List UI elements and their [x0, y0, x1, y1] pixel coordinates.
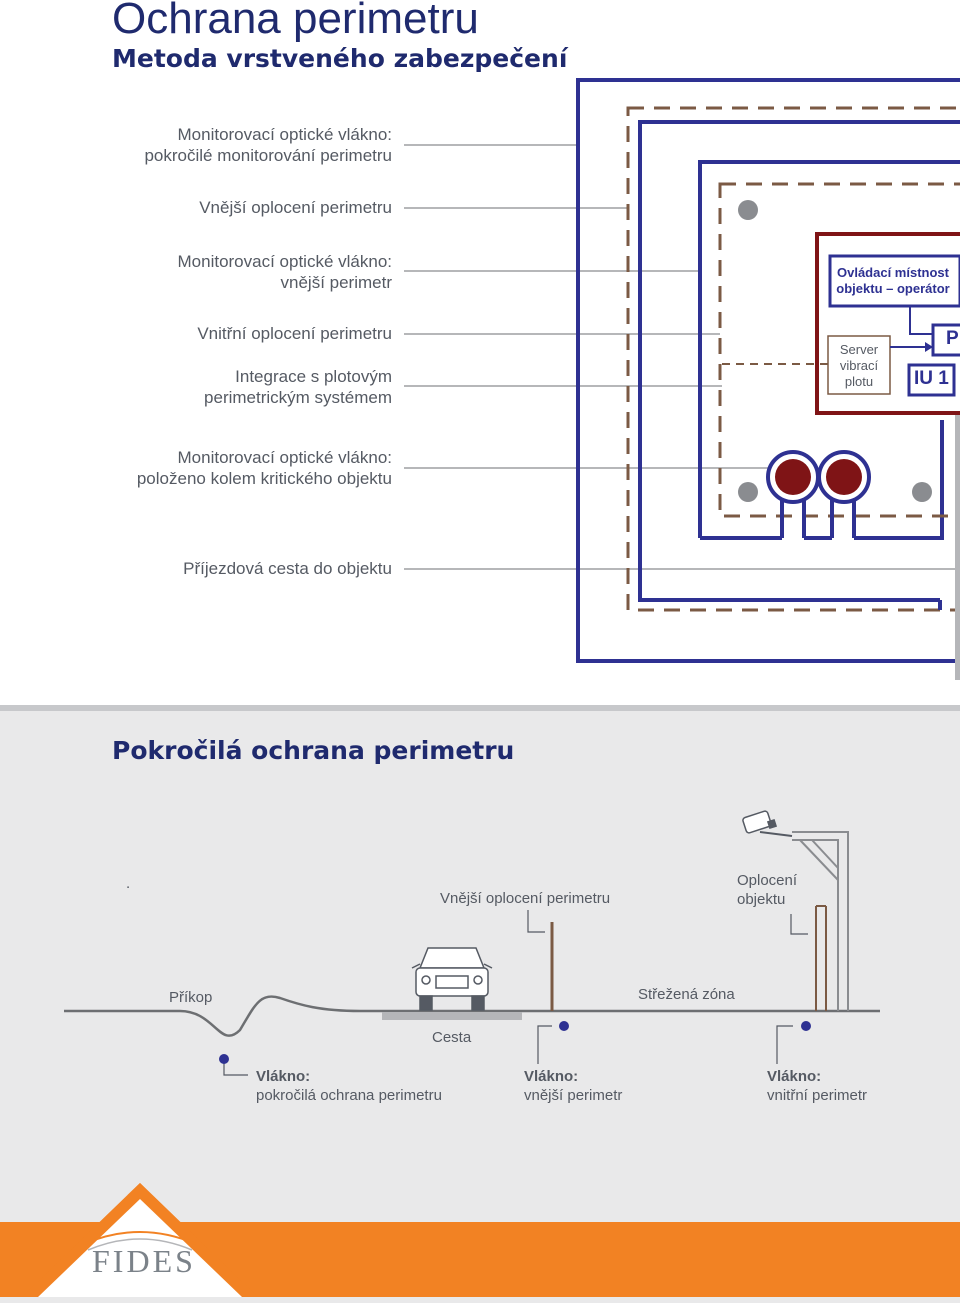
camera-brace: [799, 839, 839, 881]
critical-object-fiber: [698, 160, 960, 540]
tank-pipe: [780, 500, 806, 538]
camera-pole: [792, 831, 849, 1011]
leader-line: [537, 1025, 552, 1064]
road-surface: [382, 1012, 522, 1020]
camera-icon: [742, 810, 793, 837]
ground-line: [64, 995, 880, 1037]
connector-line: [909, 306, 933, 335]
p-box: [931, 323, 960, 357]
edge-bar: [955, 415, 960, 680]
arrow-icon: [925, 342, 933, 352]
label-access-road: Příjezdová cesta do objektu: [183, 559, 392, 578]
tank-inner: [826, 459, 862, 495]
layered-perimeter-diagram: [404, 78, 960, 680]
tank-inner: [775, 459, 811, 495]
car-icon: [411, 947, 493, 1011]
outer-fence: [626, 106, 960, 612]
label-outer-fiber: Monitorovací optické vlákno:vnější perim…: [177, 252, 393, 292]
fiber-dot-icon: [801, 1021, 811, 1031]
fiber-advanced-label: Vlákno: pokročilá ochrana perimetru: [256, 1068, 442, 1104]
leader-line: [776, 1025, 793, 1064]
fiber-dot-icon: [219, 1054, 229, 1064]
label-outer-fence: Vnější oplocení perimetru: [199, 198, 392, 217]
iu-box: [907, 363, 956, 397]
sensor-icon: [738, 200, 758, 220]
control-building: [815, 232, 960, 415]
outer-perimeter-fiber: [576, 78, 960, 663]
outer-fiber-line: [638, 120, 960, 602]
fiber-outer-label: Vlákno: vnější perimetr: [524, 1068, 623, 1104]
section-title: Pokročilá ochrana perimetru: [112, 736, 515, 765]
fiber-dot-icon: [559, 1021, 569, 1031]
label-road: Cesta: [432, 1029, 472, 1046]
sensor-icon: [738, 482, 758, 502]
sensor-icon: [912, 482, 932, 502]
leader-line: [790, 914, 808, 935]
inner-fence: [718, 182, 960, 518]
p-label: P: [946, 328, 959, 349]
tank-pipe: [830, 500, 856, 538]
leader-line: [527, 910, 545, 933]
control-room-box: [828, 254, 960, 308]
label-outer-fence-2: Vnější oplocení perimetru: [440, 890, 611, 907]
page-subtitle: Metoda vrstveného zabezpečení: [112, 44, 568, 73]
page-title: Ochrana perimetru: [112, 0, 479, 43]
fiber-inner-label: Vlákno: vnitřní perimetr: [767, 1068, 868, 1104]
leader-line: [223, 1060, 248, 1076]
fides-logo: FIDES: [92, 1243, 196, 1279]
label-ditch: Příkop: [169, 989, 213, 1006]
label-guarded-zone: Střežená zóna: [638, 986, 735, 1003]
label-critical-fiber: Monitorovací optické vlákno:položeno kol…: [136, 448, 392, 488]
label-advanced-fiber: Monitorovací optické vlákno:pokročilé mo…: [144, 125, 392, 165]
dot-mark: .: [126, 875, 131, 892]
label-inner-fence: Vnitřní oplocení perimetru: [197, 324, 392, 343]
iu-label: IU 1: [914, 368, 949, 389]
